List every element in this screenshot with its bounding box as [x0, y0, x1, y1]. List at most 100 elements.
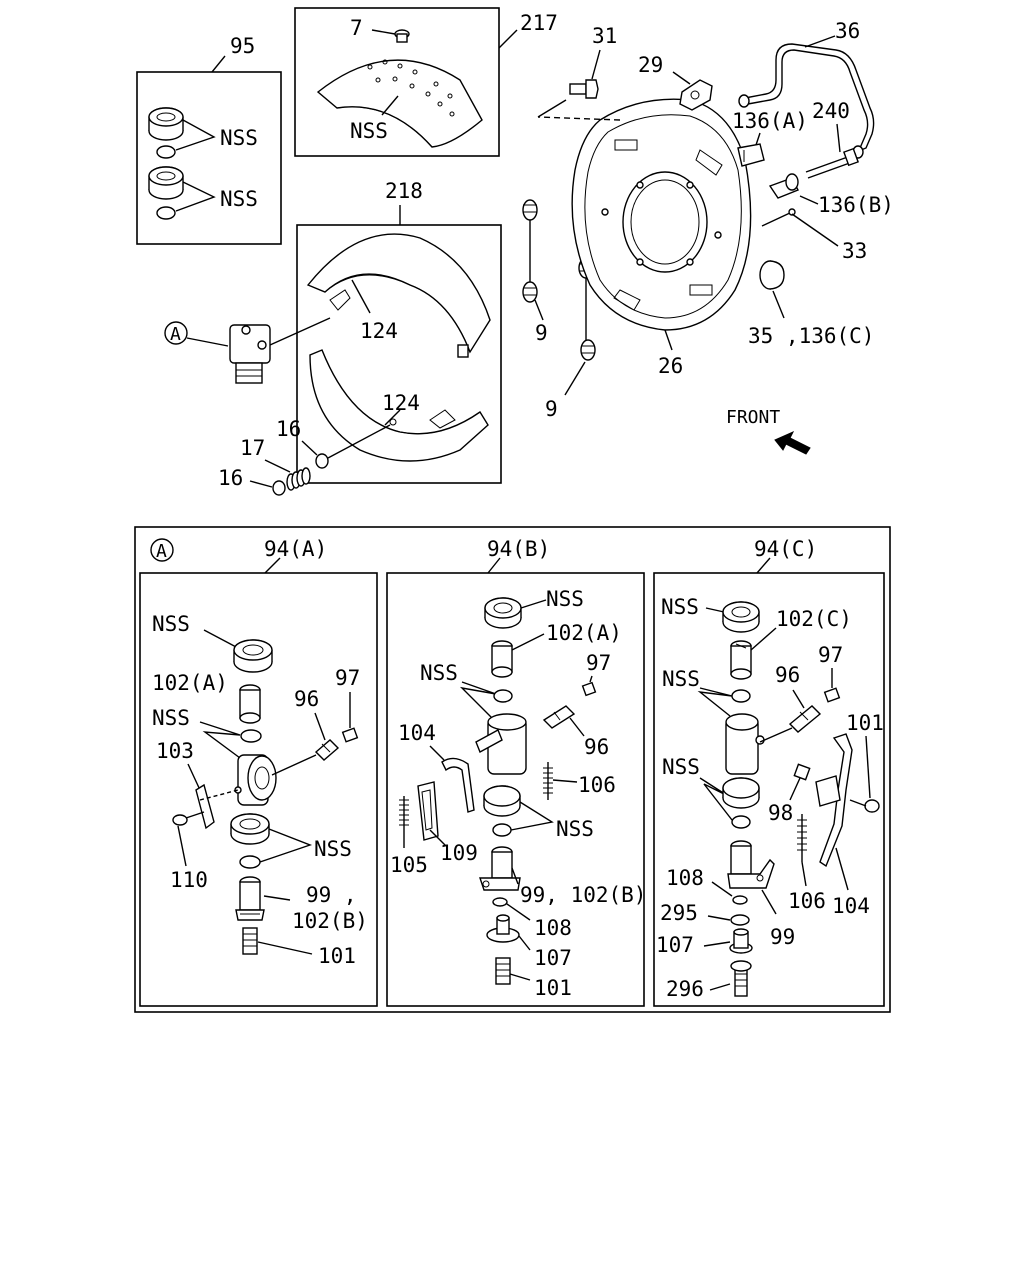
94b-101: 101 — [534, 976, 572, 1000]
kit-95-box — [136, 71, 282, 245]
94b-spring-105 — [399, 796, 409, 830]
94c-bleeder-96 — [788, 705, 822, 733]
94a-seal-cup — [233, 639, 273, 673]
94c-295: 295 — [660, 901, 698, 925]
94c-nss-top: NSS — [661, 595, 699, 619]
panel-94a: 94(A) NSS 102(A) NSS 103 96 97 — [139, 537, 378, 1007]
brake-pipe-36 — [738, 43, 875, 159]
kit-218-group: 218 124 124 — [296, 179, 502, 484]
94c-96: 96 — [775, 663, 800, 687]
94b-106: 106 — [578, 773, 616, 797]
94c-107: 107 — [656, 933, 694, 957]
94a-cylinder-body — [234, 754, 277, 806]
94b-99: 99, 102(B) — [520, 883, 646, 907]
seal-cup-1 — [148, 107, 184, 141]
94b-109: 109 — [440, 841, 478, 865]
94a-110: 110 — [170, 868, 208, 892]
94c-108: 108 — [666, 866, 704, 890]
94c-nss-low: NSS — [662, 755, 700, 779]
94b-piston-102a — [491, 640, 513, 678]
label-36: 36 — [835, 19, 860, 43]
panel-94b-title: 94(B) — [487, 537, 550, 561]
94c-cylinder-body — [725, 713, 765, 775]
label-95: 95 — [230, 34, 255, 58]
bracket-29 — [679, 79, 713, 111]
94a-seal-ring-mid — [240, 729, 262, 743]
label-35-136c: 35 ,136(C) — [748, 324, 874, 348]
94c-97: 97 — [818, 643, 843, 667]
label-7: 7 — [350, 16, 363, 40]
panel-94c-title: 94(C) — [754, 537, 817, 561]
94b-bleeder-96 — [542, 705, 576, 729]
94c-seal-ring-mid — [731, 689, 751, 703]
label-29: 29 — [638, 53, 663, 77]
94b-nut-107 — [486, 914, 520, 943]
panel-94c: 94(C) NSS 102(C) NSS 96 97 — [653, 537, 885, 1007]
94a-seal-cup-low — [230, 813, 270, 845]
94c-screw-296 — [730, 960, 752, 997]
panel-94a-title: 94(A) — [264, 537, 327, 561]
kit-218-box — [296, 224, 502, 484]
94a-101: 101 — [318, 944, 356, 968]
94b-108: 108 — [534, 916, 572, 940]
94b-seal-cup-low — [483, 785, 521, 817]
label-124-b: 124 — [382, 391, 420, 415]
label-17: 17 — [240, 436, 265, 460]
94a-nss-mid: NSS — [152, 706, 190, 730]
94a-97: 97 — [335, 666, 360, 690]
94a-bolt-110 — [172, 811, 205, 826]
94c-spring-106 — [797, 814, 807, 862]
94c-washer-108 — [732, 895, 748, 905]
94b-96: 96 — [584, 735, 609, 759]
94b-plate-109 — [417, 781, 439, 841]
lower-brake-shoe — [309, 349, 489, 462]
94a-99: 99 , — [306, 883, 357, 907]
label-26: 26 — [658, 354, 683, 378]
label-9-b: 9 — [545, 397, 558, 421]
clip-136a — [737, 143, 765, 167]
94b-105: 105 — [390, 853, 428, 877]
94b-seal-ring-mid — [493, 689, 513, 703]
94a-nss-low: NSS — [314, 837, 352, 861]
kit-217-group: 217 7 NSS — [294, 7, 558, 157]
94b-nss-top: NSS — [546, 587, 584, 611]
label-31: 31 — [592, 24, 617, 48]
plug-35 — [759, 260, 785, 290]
94c-98: 98 — [768, 801, 793, 825]
label-16-a: 16 — [276, 417, 301, 441]
kit-95-group: 95 NSS NSS — [136, 34, 282, 245]
detail-a-callout: A — [156, 541, 167, 562]
94a-screw-101 — [242, 927, 258, 955]
94c-296: 296 — [666, 977, 704, 1001]
brake-lining — [316, 59, 483, 148]
94b-screw-101 — [495, 957, 511, 985]
94c-seal-cup-low — [722, 777, 760, 809]
pin-33 — [761, 208, 796, 227]
94c-101: 101 — [846, 711, 884, 735]
94b-104: 104 — [398, 721, 436, 745]
94a-seal-ring-low — [239, 855, 261, 869]
callout-a-top: A — [170, 324, 181, 345]
front-arrow-icon — [774, 430, 811, 455]
94c-nut-107 — [729, 928, 753, 954]
94c-lever-104 — [819, 733, 853, 868]
label-16-b: 16 — [218, 466, 243, 490]
94b-seal-ring-low — [492, 823, 512, 837]
seal-ring-1 — [156, 145, 176, 159]
94b-nss-mid: NSS — [420, 661, 458, 685]
detail-a-frame — [134, 526, 891, 1013]
label-218: 218 — [385, 179, 423, 203]
94a-cap-97 — [341, 727, 359, 743]
94b-washer-108 — [492, 897, 508, 907]
spring-set-16-17: 16 17 16 — [218, 417, 391, 496]
94c-seal-cup-top — [722, 601, 760, 633]
panel-94b: 94(B) NSS 102(A) NSS 97 96 — [386, 537, 646, 1007]
94c-adjuster-99 — [727, 840, 775, 889]
kit-217-box — [294, 7, 500, 157]
seal-cup-2 — [148, 166, 184, 200]
bolt-31 — [569, 79, 599, 99]
94c-102c: 102(C) — [776, 607, 852, 631]
94c-106: 106 — [788, 889, 826, 913]
94c-ring-295 — [730, 914, 750, 926]
94b-lever-104 — [441, 757, 475, 813]
